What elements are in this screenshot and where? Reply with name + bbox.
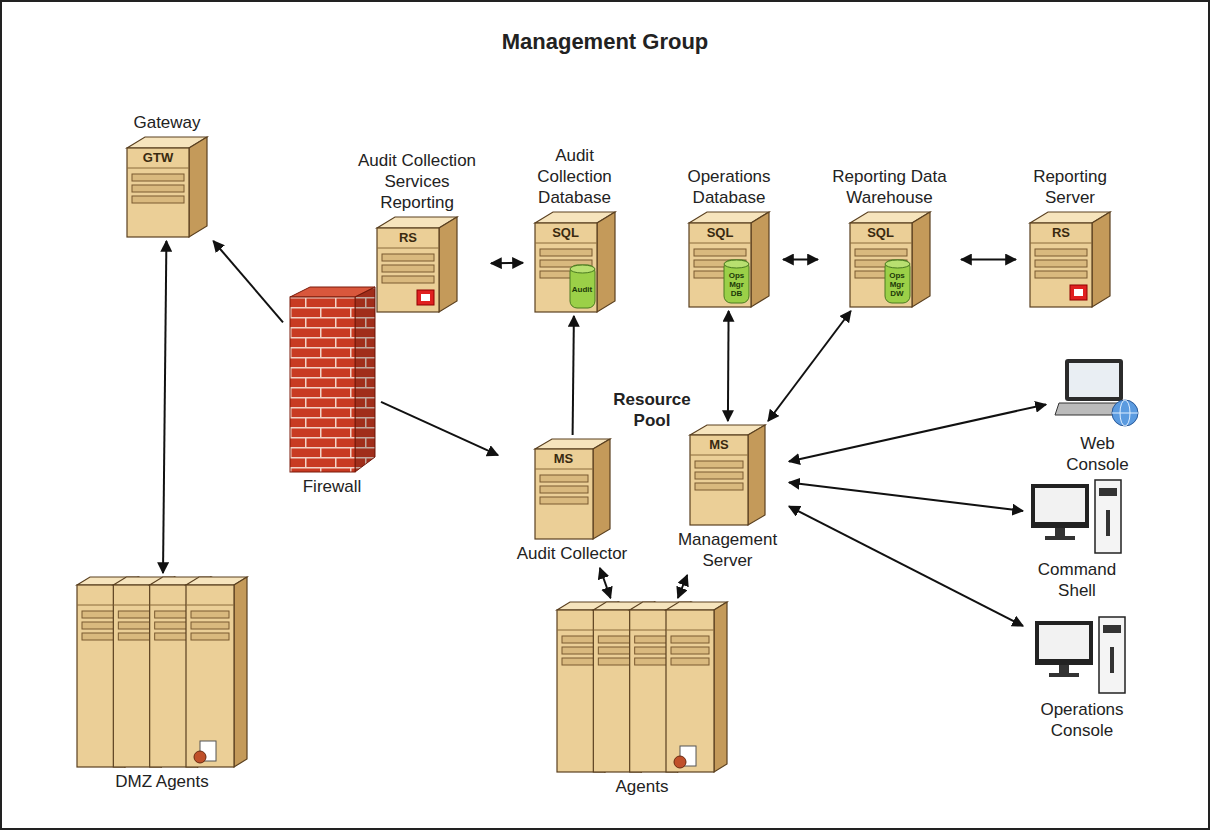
connector-arrow [163,241,166,573]
node-label: Operations Database [679,166,779,208]
icon-text: MS [535,451,593,467]
node-label: Web Console [1050,433,1145,475]
icon-holder [557,602,727,772]
connector-arrow [213,241,283,322]
node-label: Audit Collection Services Reporting [347,150,487,213]
component-node: Web Console [1050,357,1145,475]
icon-text: RS [377,230,439,246]
rack-icon [557,602,727,772]
node-label: Command Shell [1027,559,1127,601]
db-text: Ops Mgr DB [724,265,749,303]
resource-pool: Resource PoolMS Audit Collector MS Manageme… [457,367,837,577]
component-node: GatewayGTW [117,112,217,237]
connector-arrow [789,483,1023,511]
connector-arrow [678,575,687,598]
component-node: Audit Collection DatabaseSQL Audit [527,145,622,312]
icon-holder [1031,480,1123,555]
node-label: Reporting Data Warehouse [822,166,957,208]
node-label: DMZ Agents [92,771,232,792]
icon-holder: GTW [127,137,207,237]
connector-arrow [573,316,574,435]
icon-holder [290,287,375,472]
node-label: Audit Collector [502,543,642,564]
connector-arrow [789,506,1023,626]
node-label: Firewall [287,476,377,497]
icon-text: SQL [689,225,751,241]
component-node: DMZ Agents [77,577,247,792]
node-label: Reporting Server [1020,166,1120,208]
connector-arrow [768,311,851,421]
node-label: Operations Console [1027,699,1137,741]
connector-arrow [727,311,730,421]
desktop-icon [1031,480,1123,555]
icon-text: GTW [127,150,189,166]
pool-label: Resource Pool [607,389,697,431]
icon-holder: SQL Audit [535,212,615,312]
icon-holder: MS [535,439,610,539]
desktop-icon [1035,617,1130,695]
component-node: MS Management Server [670,425,785,571]
component-node: Operations Console [1027,617,1137,741]
node-label: Agents [572,776,712,797]
node-label: Audit Collection Database [527,145,622,208]
component-node: MS Audit Collector [502,439,642,564]
icon-holder: SQL Ops Mgr DB [689,212,769,307]
icon-text: MS [690,437,748,453]
connector-arrow [381,402,498,455]
connector-arrow [491,262,523,265]
connector-arrow [789,404,1046,461]
icon-text: RS [1030,225,1092,241]
icon-holder [1055,357,1140,429]
icon-holder: SQL Ops Mgr DW [850,212,930,307]
icon-holder [1035,617,1130,695]
db-text: Audit [570,270,595,308]
rack-icon [77,577,247,767]
component-node: Operations DatabaseSQL Ops Mgr DB [679,166,779,307]
node-label: Gateway [117,112,217,133]
laptop-icon [1055,357,1140,429]
icon-text: SQL [850,225,912,241]
component-node: Command Shell [1027,480,1127,601]
icon-text: SQL [535,225,597,241]
component-node: Reporting Data WarehouseSQL Ops Mgr DW [822,166,957,307]
icon-holder: RS [1030,212,1110,307]
icon-holder [77,577,247,767]
connector-arrow [961,259,1016,261]
component-node: Reporting ServerRS [1020,166,1120,307]
icon-holder: RS [377,217,457,312]
node-label: Management Server [670,529,785,571]
firewall-icon [290,287,375,472]
component-node: Agents [557,602,727,797]
icon-holder: MS [690,425,765,525]
component-node: Firewall [287,287,377,497]
db-text: Ops Mgr DW [885,265,910,303]
group-title: Management Group [2,28,1208,56]
connector-arrow [600,568,611,598]
connector-arrow [783,259,818,261]
